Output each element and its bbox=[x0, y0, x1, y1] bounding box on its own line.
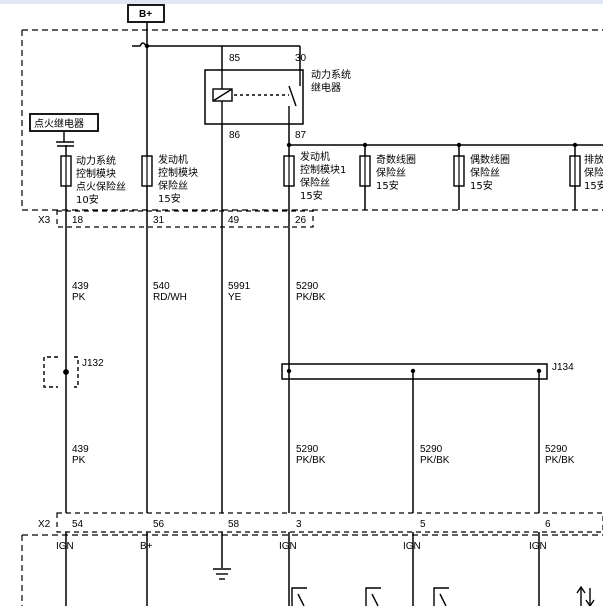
fuse-label-emission: 排放 保险 15安 bbox=[584, 153, 603, 192]
svg-text:保险: 保险 bbox=[584, 166, 603, 179]
svg-text:控制模块: 控制模块 bbox=[76, 167, 116, 180]
x2-pin-6: 6 bbox=[545, 519, 551, 530]
x2-pin-5: 5 bbox=[420, 519, 426, 530]
svg-text:15安: 15安 bbox=[300, 189, 323, 202]
junction-dot-even bbox=[456, 142, 462, 148]
relay-switch-icon bbox=[234, 70, 301, 124]
x3-pin-26: 26 bbox=[295, 215, 307, 226]
junction-dot-bus bbox=[286, 142, 292, 148]
wire-lower-num-1: 439 bbox=[72, 444, 89, 455]
fuse-block-boundary bbox=[21, 29, 603, 211]
x2-pin-58: 58 bbox=[228, 519, 240, 530]
wire-lower-color-2: PK/BK bbox=[296, 455, 326, 466]
x2-pin-54: 54 bbox=[72, 519, 84, 530]
wire-upper-num-4: 5290 bbox=[296, 281, 319, 292]
chassis-ground-icon bbox=[433, 587, 449, 606]
relay-pin-85: 85 bbox=[229, 53, 241, 64]
relay-pin-87: 87 bbox=[295, 130, 307, 141]
svg-text:排放: 排放 bbox=[584, 153, 603, 166]
svg-text:15安: 15安 bbox=[470, 179, 493, 192]
bplus-box bbox=[127, 4, 165, 23]
junction-dot-j134-b bbox=[410, 368, 416, 374]
junction-dot-odd bbox=[362, 142, 368, 148]
svg-text:保险丝: 保险丝 bbox=[300, 176, 330, 189]
relay-name-line2: 继电器 bbox=[311, 81, 341, 94]
x3-pin-18: 18 bbox=[72, 215, 84, 226]
top-edge-strip bbox=[0, 0, 603, 4]
x3-pin-31: 31 bbox=[153, 215, 165, 226]
wire-upper-num-2: 540 bbox=[153, 281, 170, 292]
x3-pin-49: 49 bbox=[228, 215, 240, 226]
svg-text:15安: 15安 bbox=[158, 192, 181, 205]
signal-ign-54: IGN bbox=[56, 541, 74, 552]
x2-pin-3: 3 bbox=[296, 519, 302, 530]
chassis-ground-icon bbox=[291, 587, 307, 606]
wire-upper-color-4: PK/BK bbox=[296, 292, 326, 303]
connector-x2-label: X2 bbox=[38, 519, 51, 530]
fuse-label-ecm1: 发动机 控制模块1 保险丝 15安 bbox=[300, 150, 346, 202]
junction-dot-emis bbox=[572, 142, 578, 148]
ignition-relay-label: 点火继电器 bbox=[34, 117, 84, 130]
svg-text:控制模块: 控制模块 bbox=[158, 166, 198, 179]
powertrain-relay-box bbox=[204, 69, 304, 125]
wire-lower-color-3: PK/BK bbox=[420, 455, 450, 466]
wire-lower-color-1: PK bbox=[72, 455, 86, 466]
fuse-label-odd: 奇数线圈 保险丝 15安 bbox=[376, 153, 416, 192]
ground-icon bbox=[213, 568, 231, 580]
bplus-label: B+ bbox=[139, 9, 152, 20]
wire-upper-num-1: 439 bbox=[72, 281, 89, 292]
connector-x3-box bbox=[56, 210, 314, 228]
svg-text:15安: 15安 bbox=[584, 179, 603, 192]
fuse-label-even: 偶数线圈 保险丝 15安 bbox=[470, 153, 510, 192]
wire-lower-num-3: 5290 bbox=[420, 444, 443, 455]
fuse-label-ign: 动力系统 控制模块 点火保险丝 10安 bbox=[76, 154, 126, 206]
wire-upper-color-2: RD/WH bbox=[153, 292, 187, 303]
connector-x3-label: X3 bbox=[38, 215, 51, 226]
x2-pin-56: 56 bbox=[153, 519, 165, 530]
bidirectional-arrow-icon bbox=[576, 585, 595, 606]
svg-text:保险丝: 保险丝 bbox=[470, 166, 500, 179]
relay-coil-icon bbox=[212, 70, 233, 124]
relay-pin-30: 30 bbox=[295, 53, 307, 64]
wire-lower-num-4: 5290 bbox=[545, 444, 568, 455]
relay-name-line1: 动力系统 bbox=[311, 68, 351, 81]
connector-x2-box bbox=[56, 512, 603, 533]
wire-upper-color-3: YE bbox=[228, 292, 242, 303]
lower-module-boundary bbox=[21, 534, 603, 606]
junction-dot-j134-a bbox=[286, 368, 292, 374]
splice-j134-label: J134 bbox=[552, 362, 574, 373]
splice-j134 bbox=[281, 363, 548, 380]
svg-text:控制模块1: 控制模块1 bbox=[300, 163, 346, 176]
svg-text:奇数线圈: 奇数线圈 bbox=[376, 153, 416, 166]
splice-j132-icon bbox=[43, 356, 79, 388]
svg-text:动力系统: 动力系统 bbox=[76, 154, 116, 167]
svg-text:发动机: 发动机 bbox=[158, 153, 188, 166]
splice-j132-label: J132 bbox=[82, 358, 104, 369]
junction-dot-bplus bbox=[144, 43, 150, 49]
svg-text:15安: 15安 bbox=[376, 179, 399, 192]
signal-bplus-56: B+ bbox=[140, 541, 153, 552]
wire-upper-num-3: 5991 bbox=[228, 281, 251, 292]
svg-text:保险丝: 保险丝 bbox=[376, 166, 406, 179]
fuse-label-ecm: 发动机 控制模块 保险丝 15安 bbox=[158, 153, 198, 205]
ignition-relay-tap bbox=[56, 131, 74, 147]
junction-dot-j134-c bbox=[536, 368, 542, 374]
svg-text:偶数线圈: 偶数线圈 bbox=[470, 153, 510, 166]
wire-upper-color-1: PK bbox=[72, 292, 86, 303]
svg-text:保险丝: 保险丝 bbox=[158, 179, 188, 192]
svg-text:点火保险丝: 点火保险丝 bbox=[76, 180, 126, 193]
svg-text:10安: 10安 bbox=[76, 193, 99, 206]
signal-ign-6: IGN bbox=[529, 541, 547, 552]
bplus-crossover bbox=[132, 42, 300, 47]
svg-text:发动机: 发动机 bbox=[300, 150, 330, 163]
signal-ign-3: IGN bbox=[279, 541, 297, 552]
signal-ign-5: IGN bbox=[403, 541, 421, 552]
chassis-ground-icon bbox=[365, 587, 381, 606]
relay-pin-86: 86 bbox=[229, 130, 241, 141]
wire-lower-color-4: PK/BK bbox=[545, 455, 575, 466]
wire-lower-num-2: 5290 bbox=[296, 444, 319, 455]
